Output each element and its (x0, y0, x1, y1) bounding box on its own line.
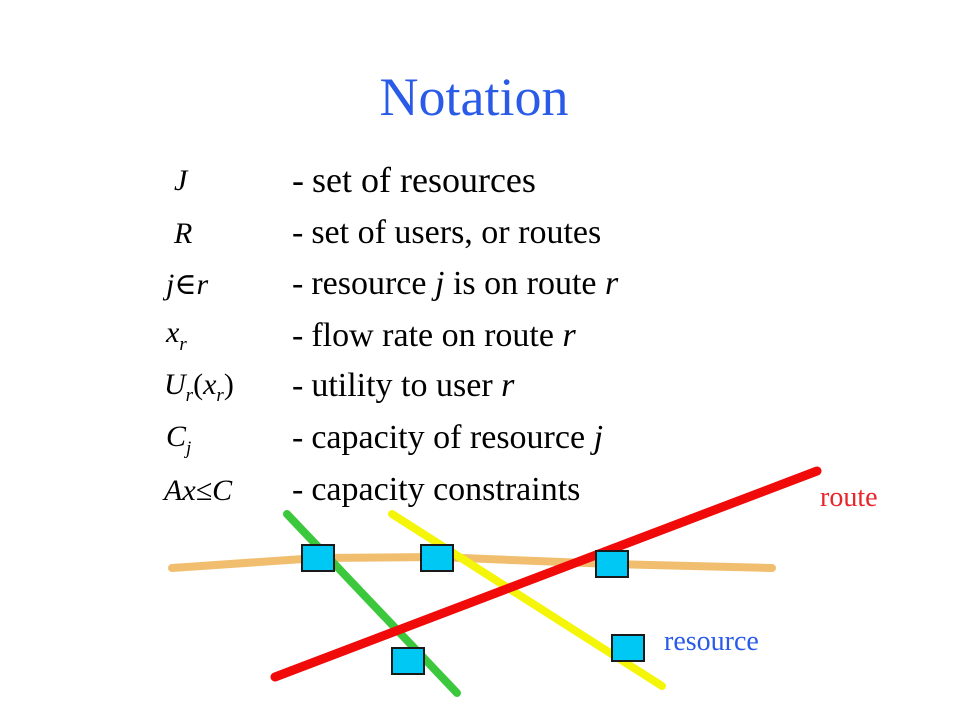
symbol-text: R (173, 217, 192, 250)
description-row: -set of resources (292, 160, 536, 200)
row-text: set of users, or routes (311, 214, 602, 251)
row-dash: - (292, 471, 304, 508)
symbol-text: J (174, 164, 189, 197)
symbol-U-r-x-r: Ur(xr) (164, 368, 234, 406)
symbol-C-j: Cj (166, 420, 191, 459)
resource-node (301, 544, 335, 572)
symbol-text: Ur(xr) (164, 368, 234, 406)
symbol-text: Ax≤C (162, 474, 233, 507)
symbol-text: xr (165, 316, 187, 355)
route-red-line (270, 466, 822, 682)
symbol-j-in-r: j∈r (162, 268, 209, 301)
slide-title: Notation (379, 67, 569, 127)
description-row: -set of users, or routes (292, 213, 601, 253)
symbol-subscript: r (186, 385, 194, 406)
resource-node (611, 634, 645, 662)
row-text: set of resources (312, 160, 536, 200)
symbol-Ax-le-C: Ax≤C (162, 474, 233, 507)
route-label: route (820, 482, 878, 513)
row-variable: j (434, 265, 445, 302)
row-text: utility to user (311, 367, 502, 404)
symbol-x-r: xr (165, 316, 187, 355)
description-row: -utility to user r (292, 366, 514, 406)
row-text: is on route (444, 265, 605, 302)
row-dash: - (292, 214, 304, 251)
symbol-base: U (164, 368, 188, 401)
symbol-R: R (173, 217, 192, 250)
description-row: -capacity of resource j (292, 418, 603, 458)
symbol-J: J (174, 164, 189, 197)
row-text: resource (311, 265, 435, 302)
description-row: -capacity constraints (292, 470, 580, 510)
row-dash: - (292, 160, 304, 200)
route-green-line (283, 510, 461, 697)
symbol-subscript: j (183, 438, 191, 459)
row-variable: r (501, 367, 515, 404)
symbol-text: j∈r (162, 268, 209, 301)
row-text: capacity of resource (311, 419, 594, 456)
row-variable: r (562, 317, 576, 354)
row-dash: - (292, 367, 304, 404)
symbol-subscript: r (179, 334, 187, 355)
symbol-text: Cj (166, 420, 191, 459)
row-variable: j (593, 419, 604, 456)
row-dash: - (292, 317, 304, 354)
row-dash: - (292, 419, 304, 456)
symbol-base: C (166, 420, 187, 453)
resource-label: resource (664, 626, 759, 657)
row-variable: r (604, 265, 619, 302)
resource-node (420, 544, 454, 572)
resource-node (391, 647, 425, 675)
symbol-base: x (165, 316, 180, 349)
resource-node (595, 550, 629, 578)
row-text: capacity constraints (311, 471, 581, 508)
symbol-paren: ) (224, 368, 234, 401)
description-row: -flow rate on route r (292, 316, 576, 356)
symbol-subscript: r (216, 385, 224, 406)
row-text: flow rate on route (311, 317, 563, 354)
row-dash: - (292, 265, 304, 302)
symbol-paren: ( (193, 368, 203, 401)
symbol-base: x (202, 368, 217, 401)
description-row: -resource j is on route r (292, 264, 618, 304)
